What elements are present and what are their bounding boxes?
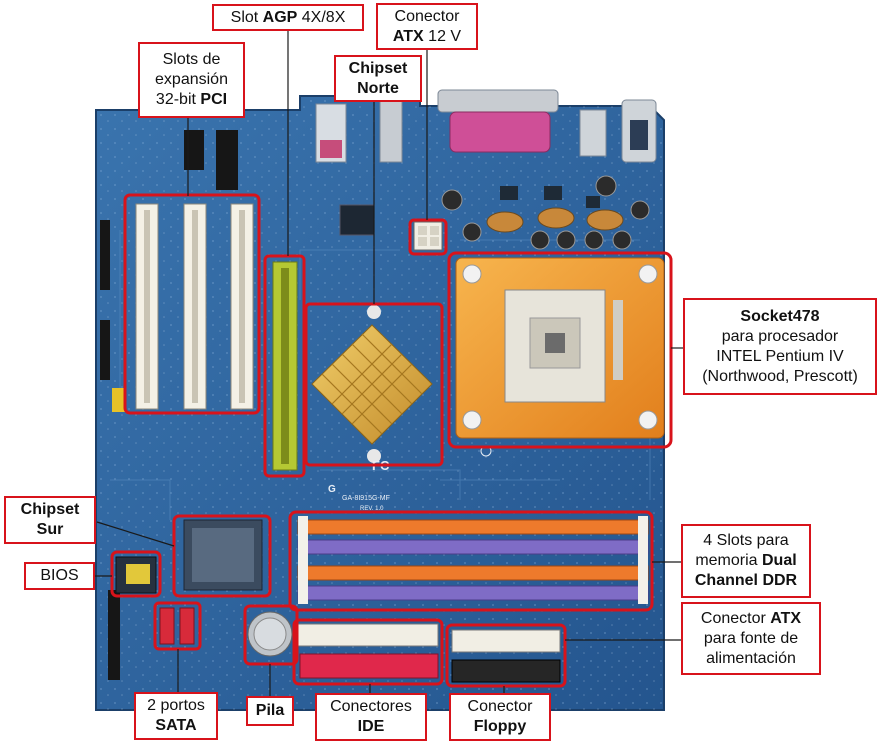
label-ide-line2: IDE	[357, 718, 385, 735]
label-battery: Pila	[246, 696, 294, 726]
yellow-header	[112, 388, 126, 412]
label-southbridge-line2: Sur	[36, 521, 64, 538]
voltage-regulator	[441, 175, 650, 250]
ram-slots	[297, 516, 649, 604]
cpu-socket	[455, 257, 665, 439]
label-socket-line1: Socket478	[740, 307, 820, 325]
label-pci-line3: 32-bit PCI	[155, 91, 228, 108]
label-socket-line4: (Northwood, Prescott)	[702, 367, 858, 385]
label-ide: Conectores IDE	[315, 693, 427, 741]
label-agp-line: Slot AGP 4X/8X	[230, 8, 346, 26]
label-northbridge-line2: Norte	[357, 79, 399, 97]
floppy-highlight	[445, 623, 567, 688]
label-ide-line1: Conectores	[330, 698, 412, 715]
label-floppy-line1: Conector	[467, 698, 533, 715]
left-headers	[100, 130, 238, 680]
northbridge-heatsink	[311, 305, 433, 463]
label-bios: BIOS	[24, 562, 95, 590]
label-battery-line1: Pila	[255, 702, 285, 719]
pci-highlight	[123, 193, 261, 415]
label-ram-line3: Channel DDR	[694, 572, 798, 589]
label-socket: Socket478 para procesador INTEL Pentium …	[683, 298, 877, 395]
label-floppy: Conector Floppy	[449, 693, 551, 741]
label-ram: 4 Slots para memoria Dual Channel DDR	[681, 524, 811, 598]
label-atx-power: Conector ATX para fonte de alimentación	[681, 602, 821, 675]
label-pci-slots: Slots de expansión 32-bit PCI	[138, 42, 245, 118]
label-bios-line1: BIOS	[40, 567, 79, 584]
label-southbridge-line1: Chipset	[20, 501, 80, 518]
label-sata-line1: 2 portos	[147, 697, 205, 714]
label-atx12v: Conector ATX 12 V	[376, 3, 478, 50]
label-socket-line3: INTEL Pentium IV	[716, 347, 844, 365]
agp-highlight	[263, 254, 306, 478]
svg-text:GA-8I915G-MF: GA-8I915G-MF	[342, 495, 390, 502]
svg-text:REV. 1.0: REV. 1.0	[360, 506, 384, 512]
battery	[247, 611, 293, 657]
battery-highlight	[243, 604, 299, 666]
ram-highlight	[288, 510, 654, 612]
bios-highlight	[110, 550, 162, 598]
label-sata-line2: SATA	[155, 717, 197, 734]
southbridge-chip	[183, 519, 263, 591]
label-atx12v-line2: ATX 12 V	[392, 27, 462, 45]
label-ram-line2: memoria Dual	[695, 552, 797, 569]
atx12v-highlight	[408, 218, 448, 256]
rear-io-panel	[315, 89, 657, 163]
label-socket-line2: para procesador	[721, 327, 839, 345]
label-pci-line2: expansión	[155, 71, 228, 88]
socket-highlight	[447, 251, 673, 449]
label-atx-power-line2: para fonte de	[703, 629, 799, 647]
label-atx-power-line1: Conector ATX	[700, 609, 802, 627]
highlight-boxes	[110, 193, 673, 688]
ide-connectors	[297, 623, 439, 679]
label-pci-line1: Slots de	[162, 51, 221, 68]
label-northbridge-line1: Chipset	[348, 59, 408, 77]
label-southbridge: Chipset Sur	[4, 496, 96, 544]
ide-highlight	[292, 618, 444, 686]
bios-chip	[115, 556, 157, 594]
label-agp-slot: Slot AGP 4X/8X	[212, 4, 364, 31]
label-ram-line1: 4 Slots para	[703, 532, 789, 549]
sata-ports	[159, 607, 195, 645]
label-atx-power-line3: alimentación	[706, 649, 796, 667]
southbridge-highlight	[172, 514, 272, 598]
pci-slots	[135, 203, 254, 410]
leader-lines	[95, 29, 683, 696]
io-chip	[339, 204, 375, 236]
atx12v-connector	[413, 221, 443, 251]
label-atx12v-line1: Conector	[394, 7, 460, 25]
label-northbridge: Chipset Norte	[334, 55, 422, 102]
label-floppy-line2: Floppy	[473, 718, 527, 735]
label-sata: 2 portos SATA	[134, 692, 218, 740]
svg-text:G: G	[328, 484, 336, 495]
agp-slot	[272, 261, 298, 471]
floppy-connector	[451, 629, 561, 683]
